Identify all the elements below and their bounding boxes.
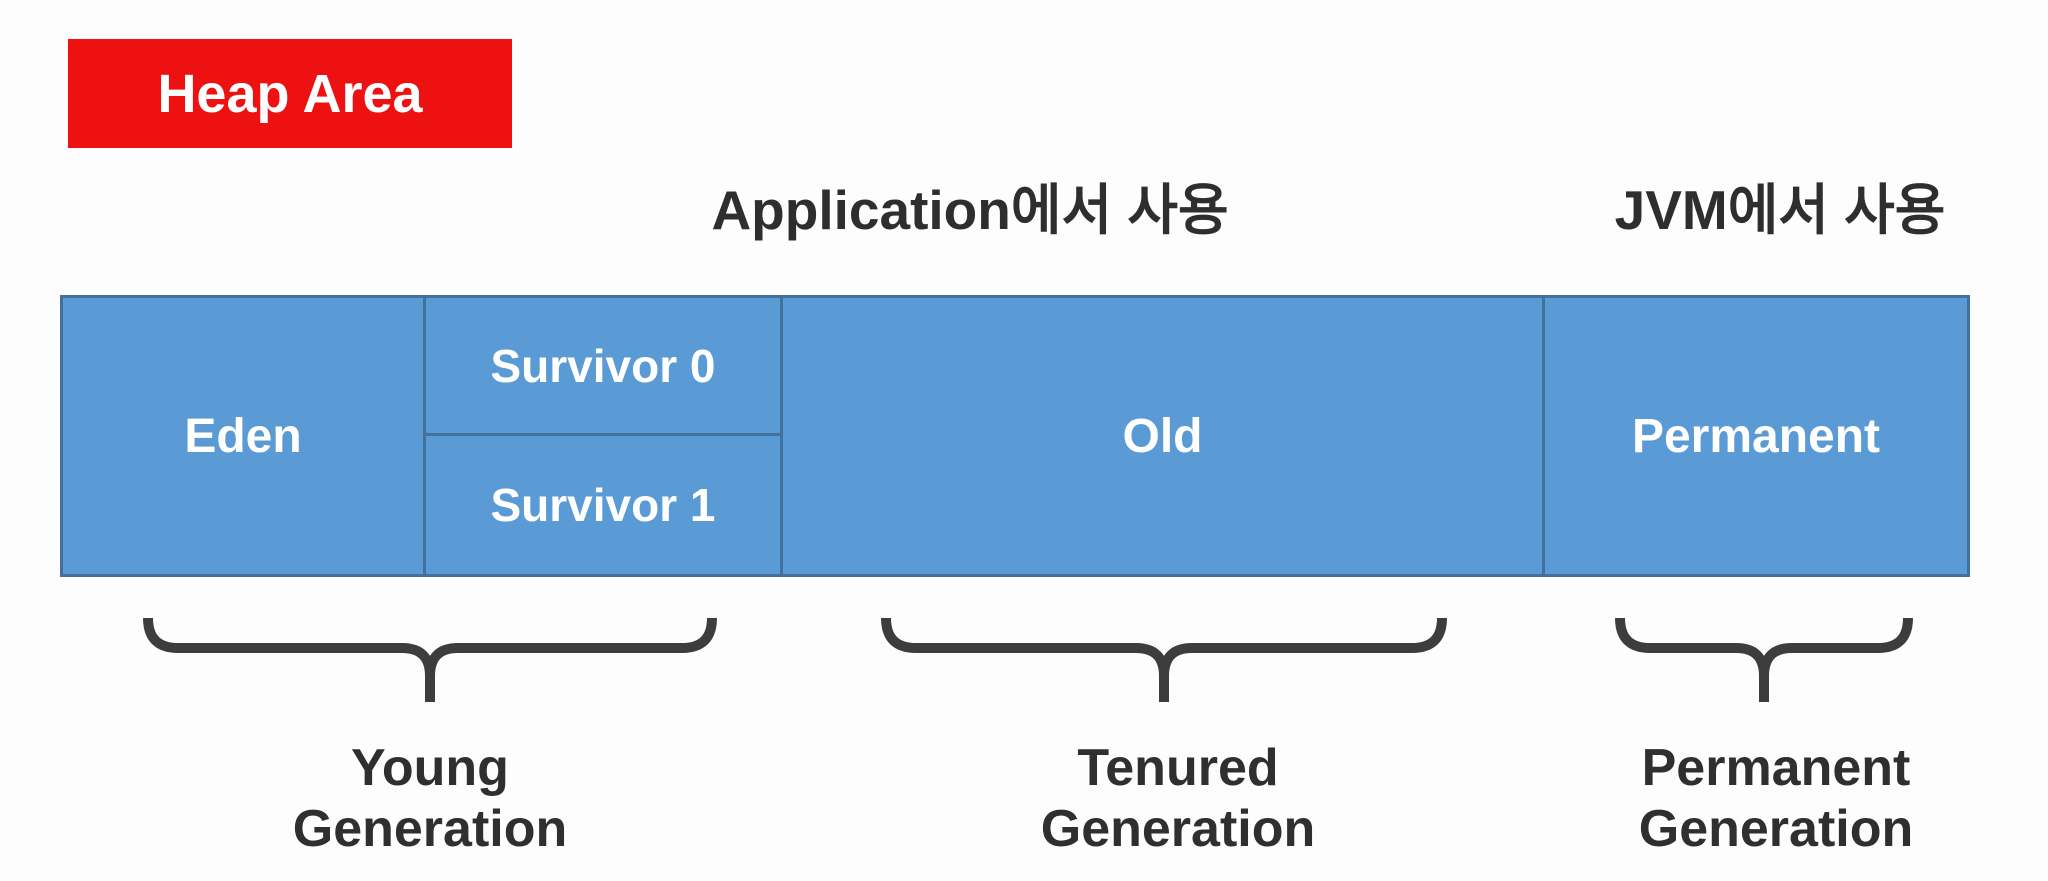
brace-permanent-generation — [1615, 617, 1913, 702]
survivor0-label: Survivor 0 — [490, 339, 716, 392]
young-generation-line1: Young — [351, 739, 509, 797]
permanent-generation-line1: Permanent — [1641, 739, 1911, 797]
eden-label: Eden — [184, 409, 302, 463]
permanent-generation-line2: Generation — [1638, 800, 1914, 858]
tenured-generation-label: Tenured Generation — [958, 738, 1398, 860]
section-eden: Eden — [63, 298, 423, 574]
jvm-usage-label: JVM에서 사용 — [1614, 179, 1946, 241]
young-generation-label: Young Generation — [210, 738, 650, 860]
young-generation-line2: Generation — [292, 800, 568, 858]
section-survivor: Survivor 0 Survivor 1 — [423, 298, 780, 574]
heap-area-badge: Heap Area — [68, 39, 512, 148]
old-label: Old — [1122, 409, 1203, 463]
section-permanent: Permanent — [1542, 298, 1967, 574]
survivor1-label: Survivor 1 — [490, 479, 716, 531]
section-old: Old — [780, 298, 1542, 574]
brace-young-generation — [143, 617, 717, 702]
survivor1-cell: Survivor 1 — [426, 436, 780, 574]
heap-bar: Eden Survivor 0 Survivor 1 Old Permanent — [60, 295, 1970, 577]
permanent-generation-label: Permanent Generation — [1556, 738, 1996, 860]
survivor0-cell: Survivor 0 — [426, 298, 780, 436]
permanent-label: Permanent — [1631, 409, 1881, 463]
tenured-generation-line1: Tenured — [1077, 739, 1279, 797]
brace-tenured-generation — [881, 617, 1447, 702]
tenured-generation-line2: Generation — [1040, 800, 1316, 858]
application-usage-label: Application에서 사용 — [711, 179, 1229, 241]
